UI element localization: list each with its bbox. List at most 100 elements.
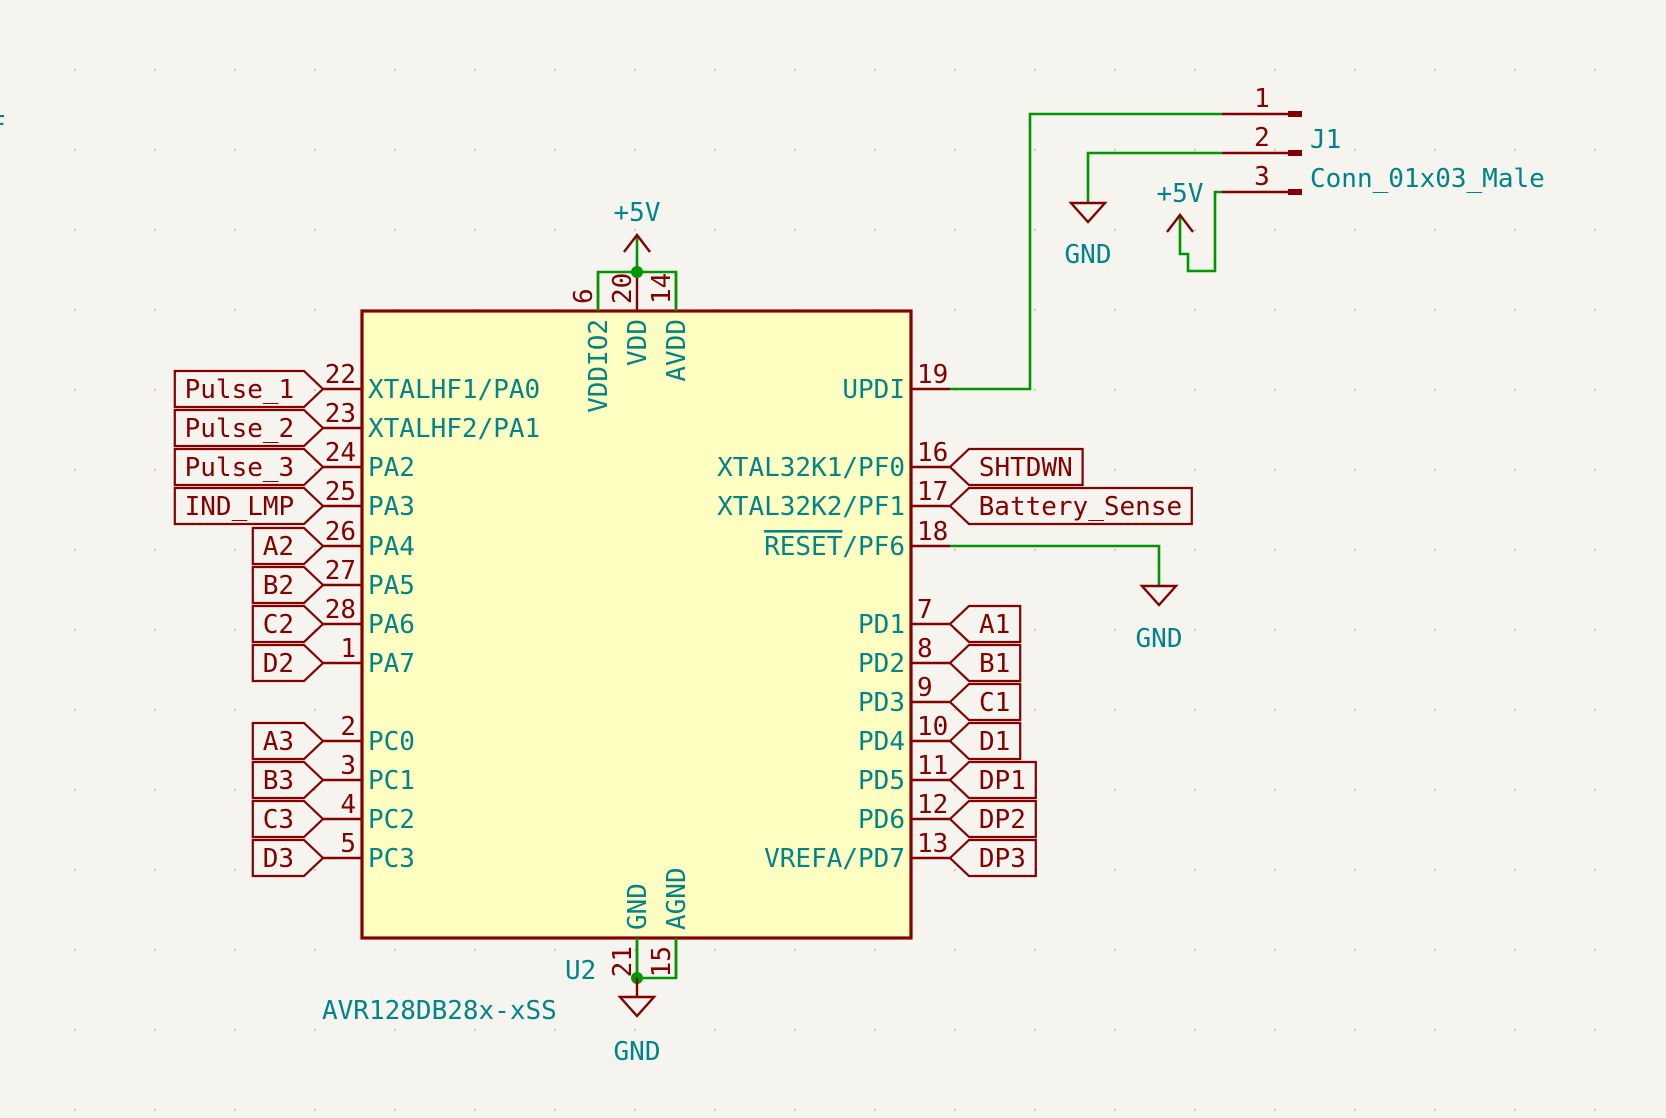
u2-pin-number: 22 xyxy=(325,360,356,390)
grid-dot xyxy=(1193,468,1197,472)
global-label-shape xyxy=(251,799,325,839)
grid-dot xyxy=(233,628,237,632)
grid-dot xyxy=(953,148,957,152)
grid-dot xyxy=(953,788,957,792)
j1-pins: 123 xyxy=(1222,84,1302,195)
global-label-text: A1 xyxy=(979,610,1010,640)
grid-dot xyxy=(1353,68,1357,72)
grid-dot xyxy=(233,548,237,552)
u2-pin-number: 23 xyxy=(325,399,356,429)
grid-dot xyxy=(1273,788,1277,792)
grid-dot xyxy=(233,708,237,712)
global-label-shape xyxy=(251,526,325,566)
u2-pin-number: 6 xyxy=(569,288,599,304)
grid-dot xyxy=(553,1028,557,1032)
global-label-text: D1 xyxy=(979,727,1010,757)
grid-dot xyxy=(1593,948,1597,952)
grid-dot xyxy=(473,68,477,72)
gnd-bridge-wire xyxy=(635,938,678,980)
grid-dot xyxy=(473,148,477,152)
global-label-text: Pulse_1 xyxy=(185,375,295,405)
grid-dot xyxy=(73,228,77,232)
global-label-shape xyxy=(948,760,1037,800)
global-label-text: C2 xyxy=(263,610,294,640)
u2-pin-name: GND xyxy=(623,883,653,930)
grid-dot xyxy=(1353,708,1357,712)
global-label-text: Pulse_3 xyxy=(185,453,295,483)
grid-dot xyxy=(1113,148,1117,152)
grid-dot xyxy=(633,228,637,232)
u2-pin-number: 1 xyxy=(340,634,356,664)
u2-value: AVR128DB28x-xSS xyxy=(322,996,557,1026)
u2-pin-number: 18 xyxy=(917,517,948,547)
u2-pin-number: 26 xyxy=(325,517,356,547)
updi-wire xyxy=(950,112,1222,391)
gnd-symbol-u2 xyxy=(617,995,657,1018)
reset-gnd-net: GND xyxy=(950,544,1182,654)
u2-pin-name: XTALHF1/PA0 xyxy=(368,375,540,405)
grid-dot xyxy=(73,308,77,312)
grid-dot xyxy=(153,548,157,552)
grid-dot xyxy=(1273,868,1277,872)
u2-pin-name: PA3 xyxy=(368,492,415,522)
grid-dot xyxy=(73,148,77,152)
grid-dot xyxy=(233,1028,237,1032)
j1-pin-number: 3 xyxy=(1254,162,1270,192)
grid-dot xyxy=(1593,468,1597,472)
u2-pin-number: 2 xyxy=(340,712,356,742)
grid-dot xyxy=(1193,1028,1197,1032)
u2-pin-name: PC3 xyxy=(368,844,415,874)
grid-dot xyxy=(313,948,317,952)
grid-dot xyxy=(553,148,557,152)
gnd-power-net-u2: GND xyxy=(614,938,678,1067)
grid-dot xyxy=(1513,148,1517,152)
grid-dot xyxy=(1513,548,1517,552)
grid-dot xyxy=(793,1108,797,1112)
u2-pin-number: 15 xyxy=(647,946,677,977)
grid-dot xyxy=(1593,68,1597,72)
grid-dot xyxy=(1593,148,1597,152)
grid-dot xyxy=(713,1028,717,1032)
u2-pin-name: VREFA/PD7 xyxy=(764,844,905,874)
u2-pin-name: PA4 xyxy=(368,532,415,562)
grid-dot xyxy=(1593,228,1597,232)
grid-dot xyxy=(1433,628,1437,632)
grid-dot xyxy=(633,948,637,952)
u2-pin-name: PC2 xyxy=(368,805,415,835)
u2-symbol[interactable]: XTALHF1/PA022Pulse_1XTALHF2/PA123Pulse_2… xyxy=(173,272,1193,1026)
u2-pin-name: PA7 xyxy=(368,649,415,679)
grid-dot xyxy=(1193,628,1197,632)
u2-pin-number: 9 xyxy=(917,673,933,703)
u2-pin-number: 24 xyxy=(325,438,356,468)
grid-dot xyxy=(1433,548,1437,552)
grid-dot xyxy=(153,468,157,472)
u2-pin-number: 17 xyxy=(917,477,948,507)
u2-body[interactable] xyxy=(360,309,913,940)
global-label-shape xyxy=(173,369,325,409)
grid-dot xyxy=(953,548,957,552)
plus5v-arrow-j1 xyxy=(1166,213,1194,233)
grid-dot xyxy=(553,228,557,232)
u2-pin-name: PD6 xyxy=(858,805,905,835)
grid-dot xyxy=(73,468,77,472)
grid-dot xyxy=(1113,228,1117,232)
grid-dot xyxy=(1033,468,1037,472)
grid-dot xyxy=(1593,1108,1597,1112)
u2-pin-number: 10 xyxy=(917,712,948,742)
u2-pin-number: 8 xyxy=(917,634,933,664)
grid-dot xyxy=(1433,148,1437,152)
grid-dot xyxy=(1513,308,1517,312)
grid-dot xyxy=(953,868,957,872)
grid-dot xyxy=(1273,148,1277,152)
vdd-power-net: +5V xyxy=(596,198,678,311)
grid-dot xyxy=(1193,868,1197,872)
grid-dot xyxy=(1193,388,1197,392)
u2-pin-name: PA5 xyxy=(368,571,415,601)
grid-dot xyxy=(73,1028,77,1032)
j1-pin-number: 1 xyxy=(1254,84,1270,114)
u2-pin-number: 16 xyxy=(917,438,948,468)
grid-dot xyxy=(1113,628,1117,632)
grid-dot xyxy=(1433,868,1437,872)
j1-pin-contact xyxy=(1288,111,1302,117)
j1-connector[interactable]: 123 J1 Conn_01x03_Male xyxy=(1222,84,1545,195)
